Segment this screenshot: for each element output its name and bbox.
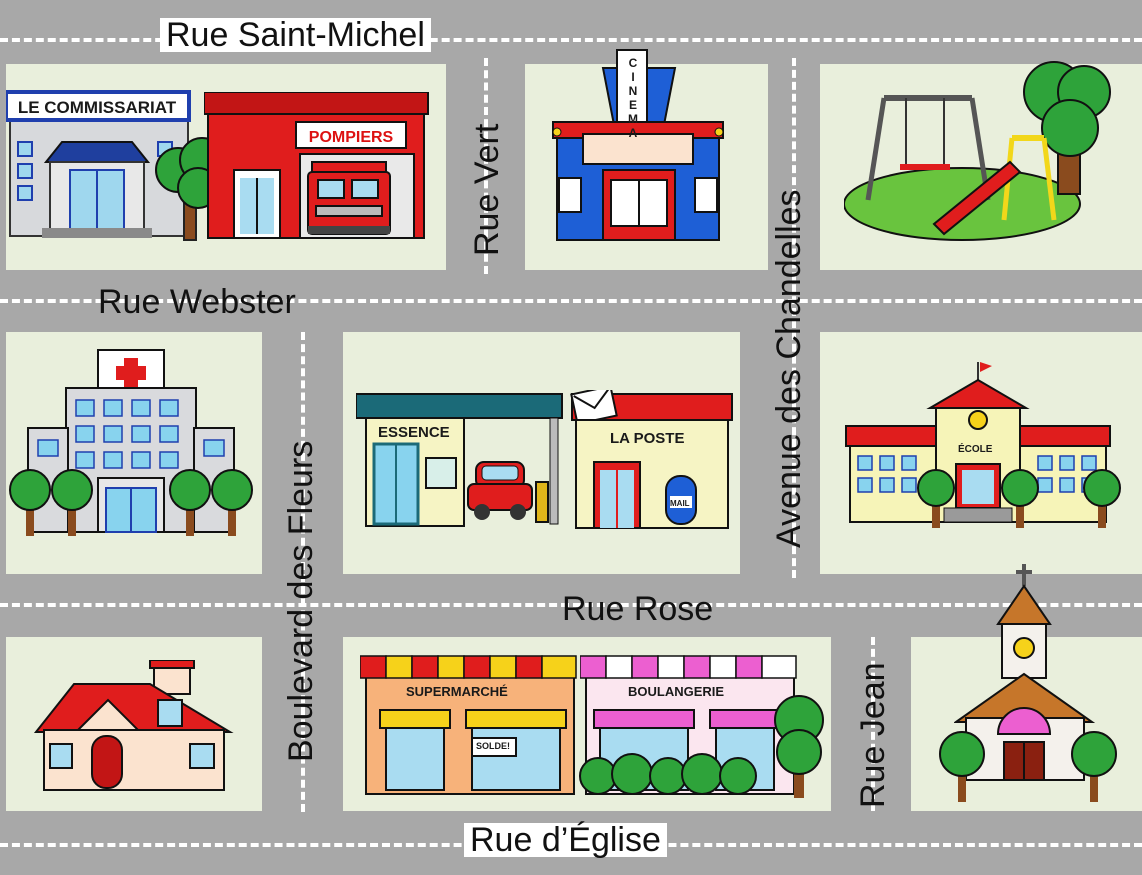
hedge [579, 753, 757, 795]
post-office [570, 390, 733, 529]
tree [774, 695, 824, 798]
supermarket [360, 655, 577, 795]
post-sign: LA POSTE [610, 430, 685, 447]
street-label-jean: Rue Jean [854, 662, 892, 808]
tree [939, 731, 985, 802]
lane-vert [484, 58, 488, 274]
tree [1071, 731, 1117, 802]
mailbox-label: MAIL [670, 499, 690, 508]
supermarket-sign: SUPERMARCHÉ [406, 684, 508, 699]
cinema-sign: CINEMA [628, 56, 638, 140]
school-sign: ÉCOLE [958, 444, 993, 455]
police-sign: LE COMMISSARIAT [18, 98, 177, 117]
cinema [552, 49, 724, 241]
street-label-chandelles: Avenue des Chandelles [770, 189, 808, 548]
tree [1001, 469, 1039, 528]
gas-sign: ESSENCE [378, 424, 450, 441]
street-label-webster: Rue Webster [98, 283, 296, 321]
house [33, 660, 234, 791]
lane-rose [0, 603, 1142, 607]
lane-fleurs [301, 332, 305, 812]
fire-station: POMPIERS [204, 92, 429, 239]
tree [917, 469, 955, 528]
tree [169, 469, 253, 536]
police-station: LE COMMISSARIAT [6, 90, 191, 238]
tree [1083, 469, 1121, 528]
lane-webster [0, 299, 1142, 303]
street-label-vert: Rue Vert [468, 123, 506, 256]
lane-saint-michel [0, 38, 1142, 42]
playground [844, 61, 1111, 241]
sale-sign: SOLDE! [476, 741, 511, 751]
lane-jean [871, 637, 875, 811]
street-label-eglise: Rue d’Église [464, 823, 667, 857]
school [845, 362, 1111, 523]
gas-station [356, 393, 563, 527]
church [954, 564, 1096, 781]
tree [9, 469, 93, 536]
fire-sign: POMPIERS [309, 129, 394, 146]
lane-chandelles [792, 58, 796, 578]
street-label-rose: Rue Rose [562, 590, 714, 628]
bakery-sign: BOULANGERIE [628, 684, 725, 699]
street-label-fleurs: Boulevard des Fleurs [282, 440, 320, 762]
street-label-saint-michel: Rue Saint-Michel [160, 18, 431, 52]
